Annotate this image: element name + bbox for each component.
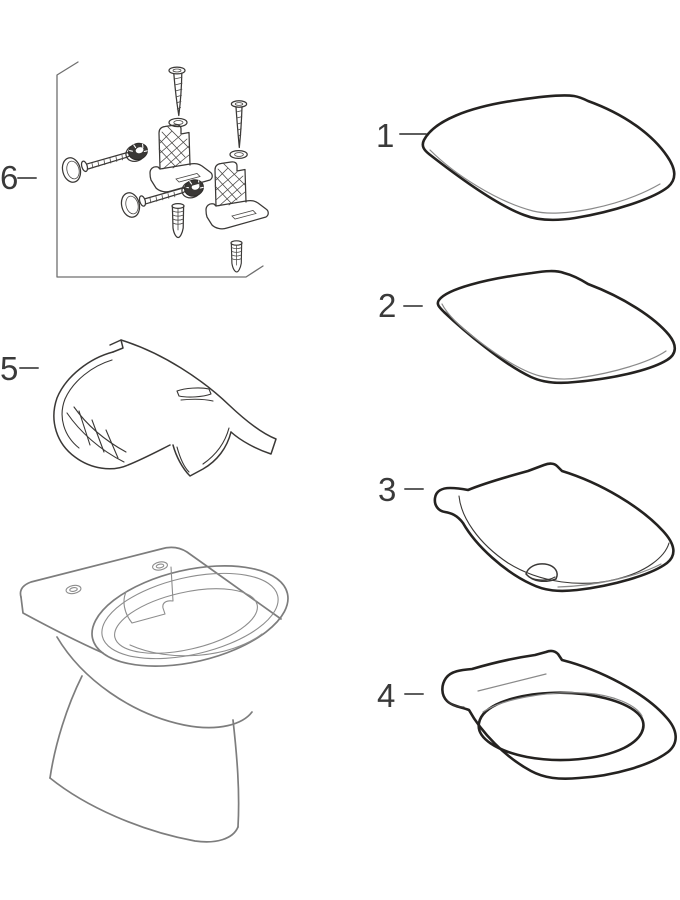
seat-ring-drawing-icon: [441, 649, 677, 781]
part-3-seat-with-lid: 3: [378, 462, 675, 593]
part-6-label: 6: [0, 159, 18, 196]
screw-icon: [80, 151, 133, 173]
group-bracket-frame: [56, 61, 264, 278]
cover-cap-icon: [120, 192, 141, 218]
screw-icon: [230, 100, 248, 149]
part-1-seat-lid: 1: [376, 94, 676, 222]
fixing-hole-icon: [65, 584, 82, 595]
knurled-nut-icon: [125, 142, 148, 162]
knurled-nut-icon: [181, 179, 204, 199]
part-4-label: 4: [377, 677, 395, 714]
part-2-seat-lid-slim: 2: [378, 269, 677, 385]
part-4-seat-ring: 4: [377, 649, 677, 781]
fixing-hole-icon: [152, 561, 168, 571]
part-5-label: 5: [0, 350, 18, 387]
seat-with-lid-drawing-icon: [433, 462, 675, 593]
part-1-label: 1: [376, 117, 394, 154]
part-2-label: 2: [378, 287, 396, 324]
part-6-fastening-set: 6: [0, 61, 269, 278]
cover-drawing-icon: [53, 339, 277, 477]
seat-lid-drawing-icon: [436, 269, 677, 385]
washer-icon: [229, 149, 248, 160]
hinge-bracket-icon: [149, 124, 213, 193]
wall-plug-icon: [230, 240, 243, 273]
part-3-label: 3: [378, 471, 396, 508]
screw-icon: [168, 66, 186, 117]
floor-standing-toilet-drawing: [19, 546, 289, 843]
hinge-bracket-icon: [205, 161, 269, 230]
seat-bumper-icon: [525, 563, 558, 583]
part-5-cover: 5: [0, 339, 277, 477]
washer-icon: [168, 117, 188, 128]
wall-plug-icon: [171, 202, 185, 239]
seat-lid-drawing-icon: [421, 94, 676, 222]
cover-cap-icon: [61, 157, 82, 183]
